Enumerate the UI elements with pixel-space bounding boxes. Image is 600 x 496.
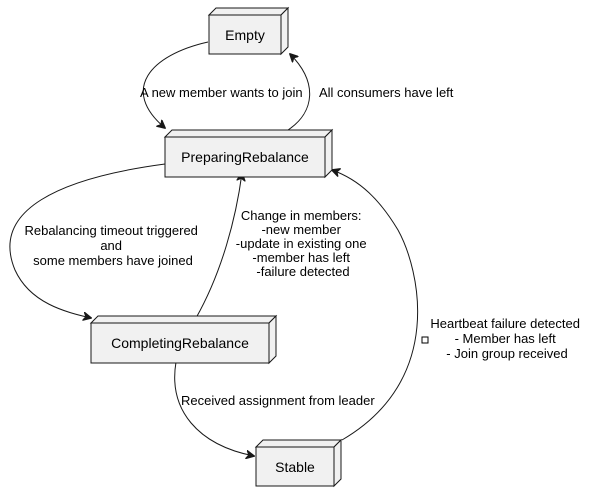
state-stable: Stable xyxy=(254,438,343,488)
label-line: -member has left xyxy=(252,250,350,265)
label-line: -new member xyxy=(261,222,341,237)
state-stable-label: Stable xyxy=(275,459,315,475)
edge-label-marker xyxy=(421,336,429,344)
state-preparing-rebalance-label: PreparingRebalance xyxy=(181,149,309,165)
label-line: some members have joined xyxy=(33,253,193,268)
label-line: - Member has left xyxy=(455,331,557,346)
edge-empty-to-preparing xyxy=(142,41,209,128)
label-line: All consumers have left xyxy=(319,85,454,100)
label-line: and xyxy=(100,238,122,253)
label-empty-to-preparing: A new member wants to join xyxy=(140,85,303,100)
label-preparing-to-completing: Rebalancing timeout triggered and some m… xyxy=(24,223,201,268)
label-completing-to-preparing: Change in members: -new member -update i… xyxy=(236,208,370,279)
state-empty: Empty xyxy=(207,6,290,56)
label-line: A new member wants to join xyxy=(140,85,303,100)
label-line: Rebalancing timeout triggered xyxy=(24,223,197,238)
state-empty-label: Empty xyxy=(225,27,265,43)
edge-completing-to-stable xyxy=(174,361,254,456)
state-preparing-rebalance: PreparingRebalance xyxy=(163,128,334,179)
label-line: Change in members: xyxy=(241,208,362,223)
state-completing-rebalance: CompletingRebalance xyxy=(89,314,278,365)
label-completing-to-stable: Received assignment from leader xyxy=(181,393,375,408)
edge-preparing-to-completing xyxy=(9,163,166,318)
edge-stable-to-preparing xyxy=(332,170,419,441)
state-completing-rebalance-label: CompletingRebalance xyxy=(111,335,249,351)
label-line: - Join group received xyxy=(446,346,567,361)
label-line: Received assignment from leader xyxy=(181,393,375,408)
label-line: -failure detected xyxy=(256,264,349,279)
label-preparing-to-empty: All consumers have left xyxy=(319,85,454,100)
label-line: Heartbeat failure detected xyxy=(430,316,580,331)
label-line: -update in existing one xyxy=(236,236,367,251)
label-stable-to-preparing: Heartbeat failure detected - Member has … xyxy=(430,316,583,361)
edge-preparing-to-empty xyxy=(287,54,311,131)
edge-completing-to-preparing xyxy=(195,173,242,319)
